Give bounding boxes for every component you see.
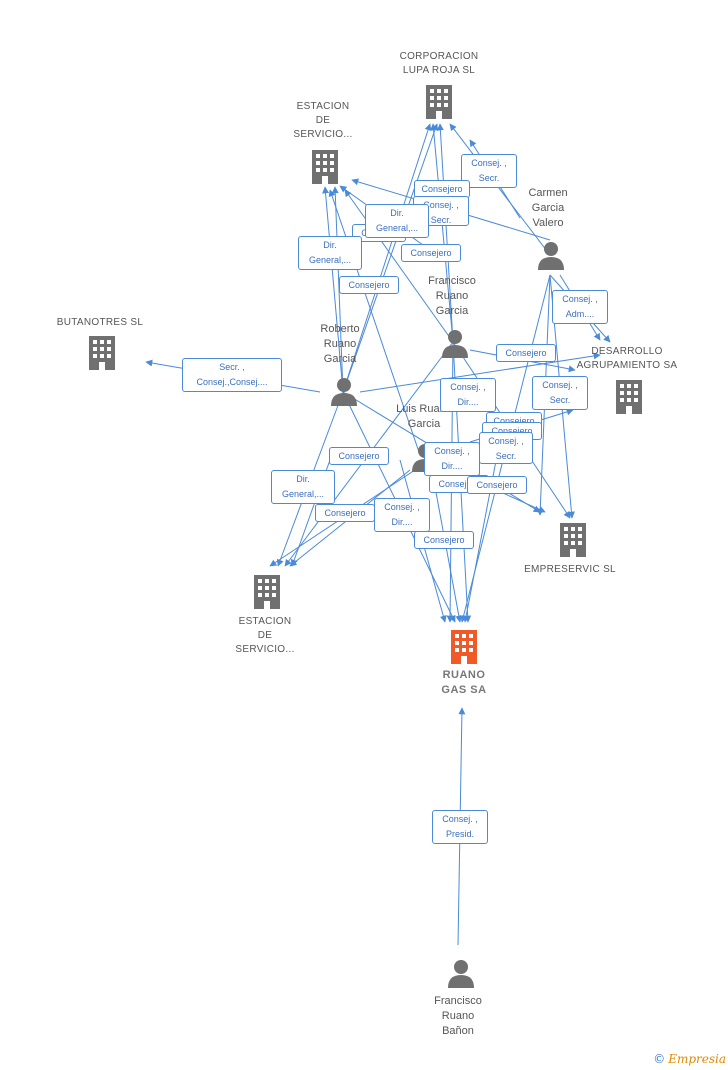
edge-line (430, 123, 454, 343)
focus-building-icon[interactable] (449, 630, 479, 664)
edge-line (359, 352, 601, 393)
relation-label[interactable]: Consej. , Adm.... (552, 290, 608, 324)
relation-label[interactable]: Consejero (496, 344, 556, 362)
person-icon[interactable] (536, 240, 566, 270)
person-icon[interactable] (446, 958, 476, 988)
relation-label[interactable]: Consej. , Dir.... (424, 442, 480, 476)
company-label-estacion-bottom[interactable]: ESTACION DE SERVICIO... (235, 616, 295, 655)
company-label-desarrollo[interactable]: DESARROLLO AGRUPAMIENTO SA (576, 346, 678, 371)
person-label-francisco-ruano-garcia[interactable]: Francisco Ruano Garcia (428, 275, 476, 317)
relation-label[interactable]: Consejero (467, 476, 527, 494)
edge-line (344, 189, 454, 343)
building-icon[interactable] (558, 523, 588, 557)
relation-label[interactable]: Dir. General,... (365, 204, 429, 238)
relation-label[interactable]: Consejero (414, 531, 474, 549)
edge-line (328, 189, 421, 456)
relation-label[interactable]: Consej. , Dir.... (440, 378, 496, 412)
relation-label[interactable]: Dir. General,... (298, 236, 362, 270)
brand-logo[interactable]: ©Empresia (653, 1052, 726, 1066)
building-icon[interactable] (310, 150, 340, 184)
relation-label[interactable]: Secr. , Consej.,Consej.... (182, 358, 282, 392)
person-icon[interactable] (329, 376, 359, 406)
building-icon[interactable] (614, 380, 644, 414)
company-label-butanotres[interactable]: BUTANOTRES SL (56, 317, 144, 328)
company-label-corporacion[interactable]: CORPORACION LUPA ROJA SL (399, 51, 479, 76)
building-icon[interactable] (252, 575, 282, 609)
relation-label[interactable]: Dir. General,... (271, 470, 335, 504)
relation-label[interactable]: Consejero (329, 447, 389, 465)
brand-name: Empresia (668, 1052, 726, 1066)
company-label-empreservic[interactable]: EMPRESERVIC SL (524, 564, 616, 575)
relation-label[interactable]: Consejero (339, 276, 399, 294)
person-label-carmen[interactable]: Carmen Garcia Valero (528, 187, 568, 229)
person-label-roberto[interactable]: Roberto Ruano Garcia (320, 323, 360, 365)
edge-line (449, 123, 551, 256)
building-icon[interactable] (87, 336, 117, 370)
edge-line (462, 439, 501, 623)
edge-line (342, 123, 432, 393)
relation-label[interactable]: Consejero (401, 244, 461, 262)
copyright-symbol: © (653, 1052, 666, 1066)
relation-label[interactable]: Consej. , Dir.... (374, 498, 430, 532)
company-label-estacion-top[interactable]: ESTACION DE SERVICIO... (293, 101, 353, 140)
relation-label[interactable]: Consej. , Secr. (461, 154, 517, 188)
relation-label[interactable]: Consej. , Presid. (432, 810, 488, 844)
company-label-ruano-gas[interactable]: RUANO GAS SA (441, 669, 487, 696)
relation-label[interactable]: Consejero (315, 504, 375, 522)
edge-line (322, 186, 344, 393)
person-label-francisco-ruano-banon[interactable]: Francisco Ruano Bañon (434, 995, 482, 1037)
edge-line (342, 123, 439, 393)
relation-label[interactable]: Consej. , Secr. (532, 376, 588, 410)
person-label-luis[interactable]: Luis Ruano Garcia (396, 403, 452, 430)
person-icon[interactable] (440, 328, 470, 358)
edge-line (436, 123, 454, 343)
building-icon[interactable] (424, 85, 454, 119)
relation-label[interactable]: Consej. , Secr. (479, 432, 533, 464)
